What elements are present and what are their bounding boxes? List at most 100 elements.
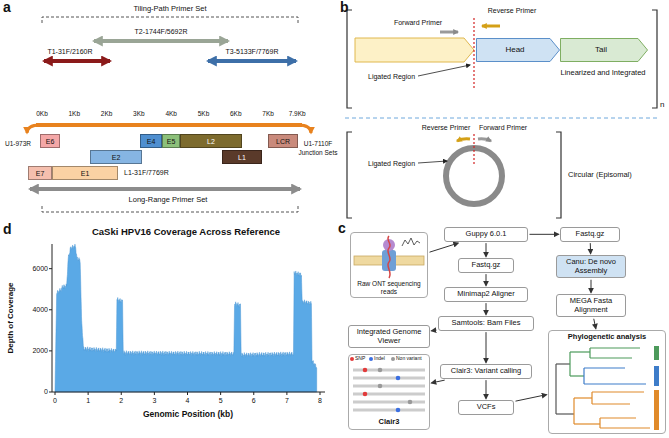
- axis-tick-label: 0Kb: [36, 110, 48, 117]
- node-text: Fastq.gz: [462, 261, 510, 270]
- bracket: [652, 10, 657, 108]
- node-text: LCR: [271, 135, 295, 149]
- gene-box: L2: [180, 134, 242, 148]
- variant-dot: [408, 400, 413, 405]
- axis-tick-label: 6Kb: [230, 110, 242, 117]
- axis-tick-label: 4: [186, 397, 190, 405]
- bracket-label: Long-Range Primer Set: [129, 196, 208, 204]
- node-text: Fastq.gz: [564, 230, 616, 239]
- primer-label: T1-31F/2160R: [47, 48, 92, 56]
- bracket: [556, 132, 561, 218]
- clade-bar: [654, 346, 659, 360]
- junction-primer-hook: [27, 125, 40, 133]
- axis-tick: [49, 309, 52, 310]
- tree-branch: [583, 368, 584, 384]
- tree-branch: [591, 392, 592, 404]
- node-text: Clair3: Variant calling: [444, 367, 528, 376]
- node-text: Raw ONT sequencing reads: [354, 280, 424, 295]
- flow-arrow: [530, 234, 559, 235]
- legend-dot: [350, 357, 354, 361]
- node-text: VCFs: [462, 403, 510, 412]
- gene-box: LCR: [268, 134, 298, 148]
- variant-dot: [396, 376, 401, 381]
- gene-box: E2: [90, 150, 142, 164]
- axis-tick-label: 6000: [32, 265, 48, 273]
- primer-label: U1-7110F: [304, 140, 332, 147]
- state-label: Linearized and Integrated: [560, 69, 645, 77]
- flow-arrow: [486, 303, 487, 314]
- primer-arrow: [30, 187, 300, 191]
- clade-bar: [654, 390, 659, 430]
- node-text: L2: [183, 135, 239, 149]
- node-text: Minimap2 Aligner: [448, 290, 524, 299]
- axis-tick-label: 7: [285, 397, 289, 405]
- tree-branch: [592, 391, 644, 392]
- axis-tick-label: 2000: [32, 347, 48, 355]
- axis-tick: [55, 392, 56, 395]
- gene-box: E1: [52, 166, 118, 180]
- variant-dot: [363, 368, 368, 373]
- chart-title: CaSki HPV16 Coverage Across Reference: [92, 227, 280, 237]
- node-text: Phylogenetic analysis: [552, 333, 662, 342]
- y-axis: [52, 244, 53, 392]
- node-text: L1: [225, 151, 259, 165]
- legend-dot: [369, 357, 373, 361]
- tree-branch: [569, 352, 570, 376]
- panel-letter: b: [340, 0, 349, 15]
- primer-label: Reverse Primer: [488, 7, 537, 15]
- node-text: Clair3: [352, 418, 426, 427]
- axis-tick-label: 5: [219, 397, 223, 405]
- axis-tick: [253, 392, 254, 395]
- primer-label: L1-31F/7769R: [124, 169, 169, 177]
- forward-primer: [478, 139, 491, 141]
- junction-line: [473, 18, 474, 90]
- variant-dot: [378, 368, 383, 373]
- primer-label: Forward Primer: [479, 124, 527, 132]
- process-box: Clair3: Variant calling: [440, 364, 532, 379]
- read-line: [353, 369, 425, 372]
- primer-arrow: [94, 39, 228, 43]
- axis-tick-label: 5Kb: [198, 110, 210, 117]
- tree-branch: [555, 364, 556, 414]
- tree-branch: [584, 383, 646, 384]
- legend-dot: [391, 357, 395, 361]
- node-text: Tail: [564, 38, 638, 62]
- flow-arrow: [486, 274, 487, 285]
- node-text: Head: [480, 38, 550, 62]
- axis-tick: [154, 392, 155, 395]
- node-text: E4: [143, 135, 159, 149]
- integration-scheme: [345, 10, 660, 218]
- tree-branch: [592, 403, 630, 404]
- picture-panel: Clair3: [348, 354, 430, 430]
- callout-label: Ligated Region: [368, 160, 415, 168]
- axis-tick-label: 4Kb: [165, 110, 177, 117]
- legend-label: SNP: [355, 356, 365, 362]
- coverage-chart: [49, 244, 325, 395]
- current-trace: [402, 238, 420, 246]
- variant-dot: [396, 408, 401, 413]
- bracket: [42, 206, 298, 212]
- group-label: Junction Sets: [298, 149, 337, 156]
- forward-primer: [440, 31, 458, 34]
- node-text: E1: [55, 167, 115, 181]
- tree-branch: [599, 418, 600, 428]
- arrow-shape: [477, 39, 560, 62]
- gene-box: E6: [40, 134, 60, 148]
- variant-dot: [363, 392, 368, 397]
- axis-tick-label: 7.9Kb: [289, 110, 306, 117]
- axis-tick-label: 8: [318, 397, 322, 405]
- callout-label: Ligated Region: [368, 73, 415, 81]
- read-line: [353, 377, 425, 380]
- axis-tick: [49, 392, 52, 393]
- tree-branch: [556, 413, 574, 414]
- tree-branch: [590, 357, 632, 358]
- legend-label: Indel: [374, 356, 385, 362]
- episome-circle: [446, 148, 502, 204]
- genome-axis: [36, 123, 302, 127]
- axis-tick-label: 3Kb: [133, 110, 145, 117]
- process-box: Fastq.gz: [560, 227, 620, 242]
- axis-title: Depth of Coverage: [7, 282, 16, 353]
- axis-tick-label: 1Kb: [69, 110, 81, 117]
